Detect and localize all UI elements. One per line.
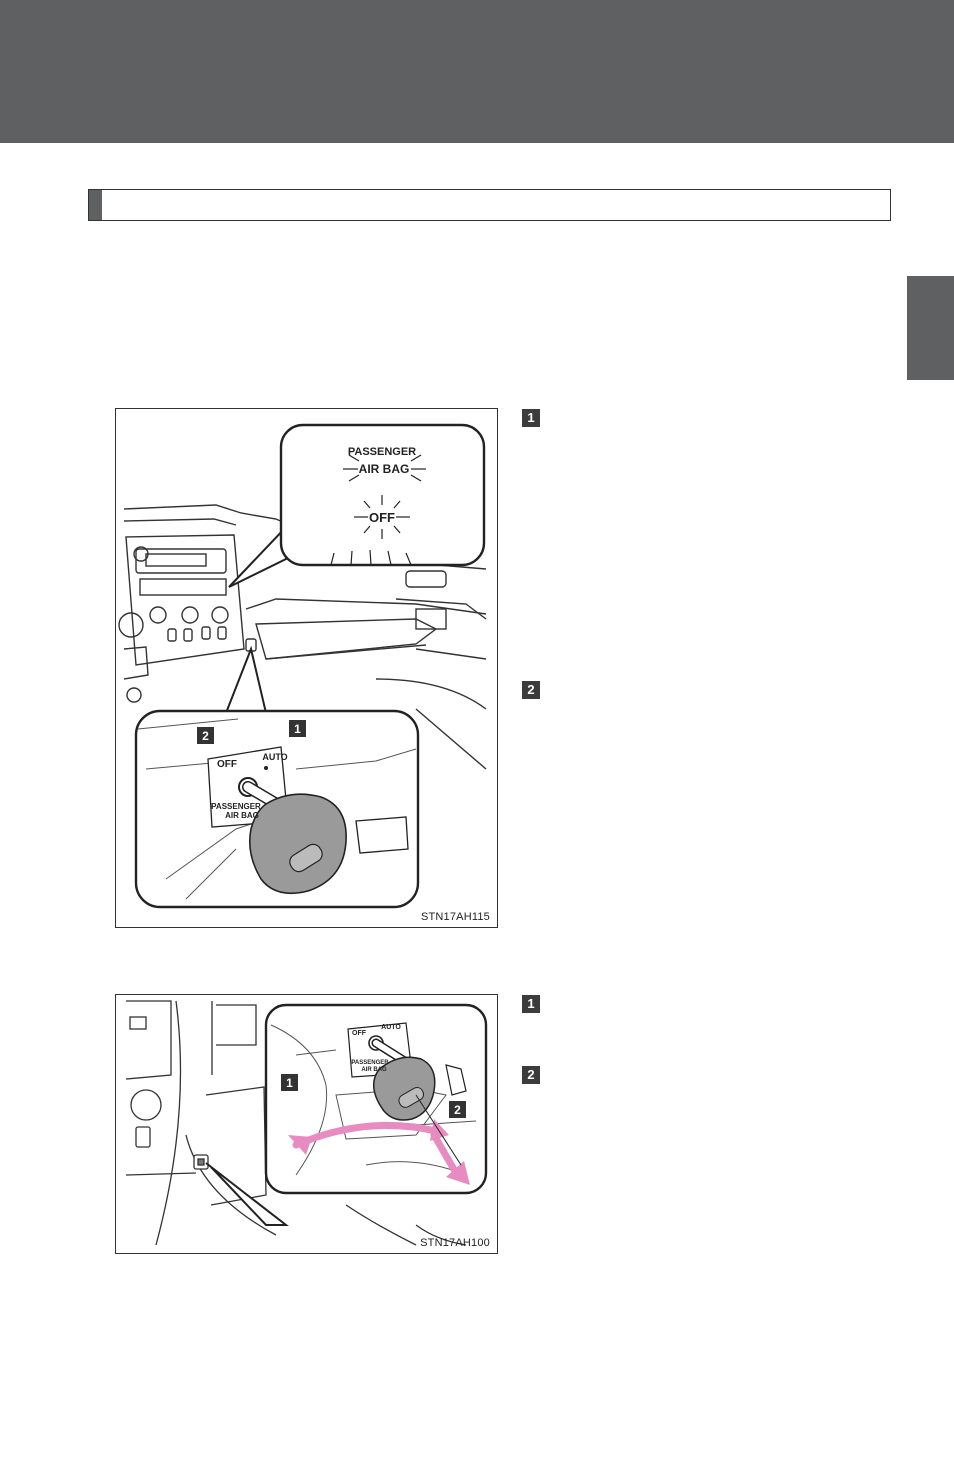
figure1-callout-1: 1 — [294, 722, 301, 736]
step-badge-1: 1 — [522, 409, 540, 427]
indicator-off-text: OFF — [369, 510, 395, 525]
figure1-illustration: PASSENGER AIR BAG OFF OFF AUTO PASSENGER… — [118, 423, 487, 909]
figure1-code: STN17AH115 — [420, 911, 490, 923]
section-accent — [89, 190, 102, 220]
figure2-callout-1: 1 — [286, 1076, 293, 1090]
fig2-switch-auto-label: AUTO — [381, 1024, 401, 1031]
switch-airbag-label: AIR BAG — [225, 811, 259, 820]
figure1-callout-2: 2 — [202, 729, 209, 743]
chapter-tab — [907, 276, 954, 380]
fig2-switch-off-label: OFF — [352, 1030, 367, 1037]
indicator-passenger-text: PASSENGER — [348, 446, 416, 458]
step-badge-2: 2 — [522, 681, 540, 699]
section-title-bar — [88, 189, 891, 221]
indicator-airbag-text: AIR BAG — [359, 462, 410, 476]
figure2-illustration: OFF AUTO PASSENGER AIR BAG 1 2 — [125, 1000, 488, 1246]
step-badge-2b: 2 — [522, 1066, 540, 1084]
figure2-callout-2: 2 — [454, 1103, 461, 1117]
switch-off-label: OFF — [217, 759, 237, 770]
fig2-switch-airbag-label: AIR BAG — [361, 1067, 387, 1073]
step-badge-1b: 1 — [522, 995, 540, 1013]
figure-indicator-and-switch: PASSENGER AIR BAG OFF OFF AUTO PASSENGER… — [115, 408, 498, 928]
figure2-code: STN17AH100 — [420, 1237, 490, 1249]
switch-passenger-label: PASSENGER — [211, 802, 261, 811]
switch-auto-label: AUTO — [262, 752, 287, 762]
header-band — [0, 0, 954, 143]
figure-switch-operation: OFF AUTO PASSENGER AIR BAG 1 2 STN17AH10… — [115, 994, 498, 1254]
fig2-switch-passenger-label: PASSENGER — [351, 1060, 389, 1066]
